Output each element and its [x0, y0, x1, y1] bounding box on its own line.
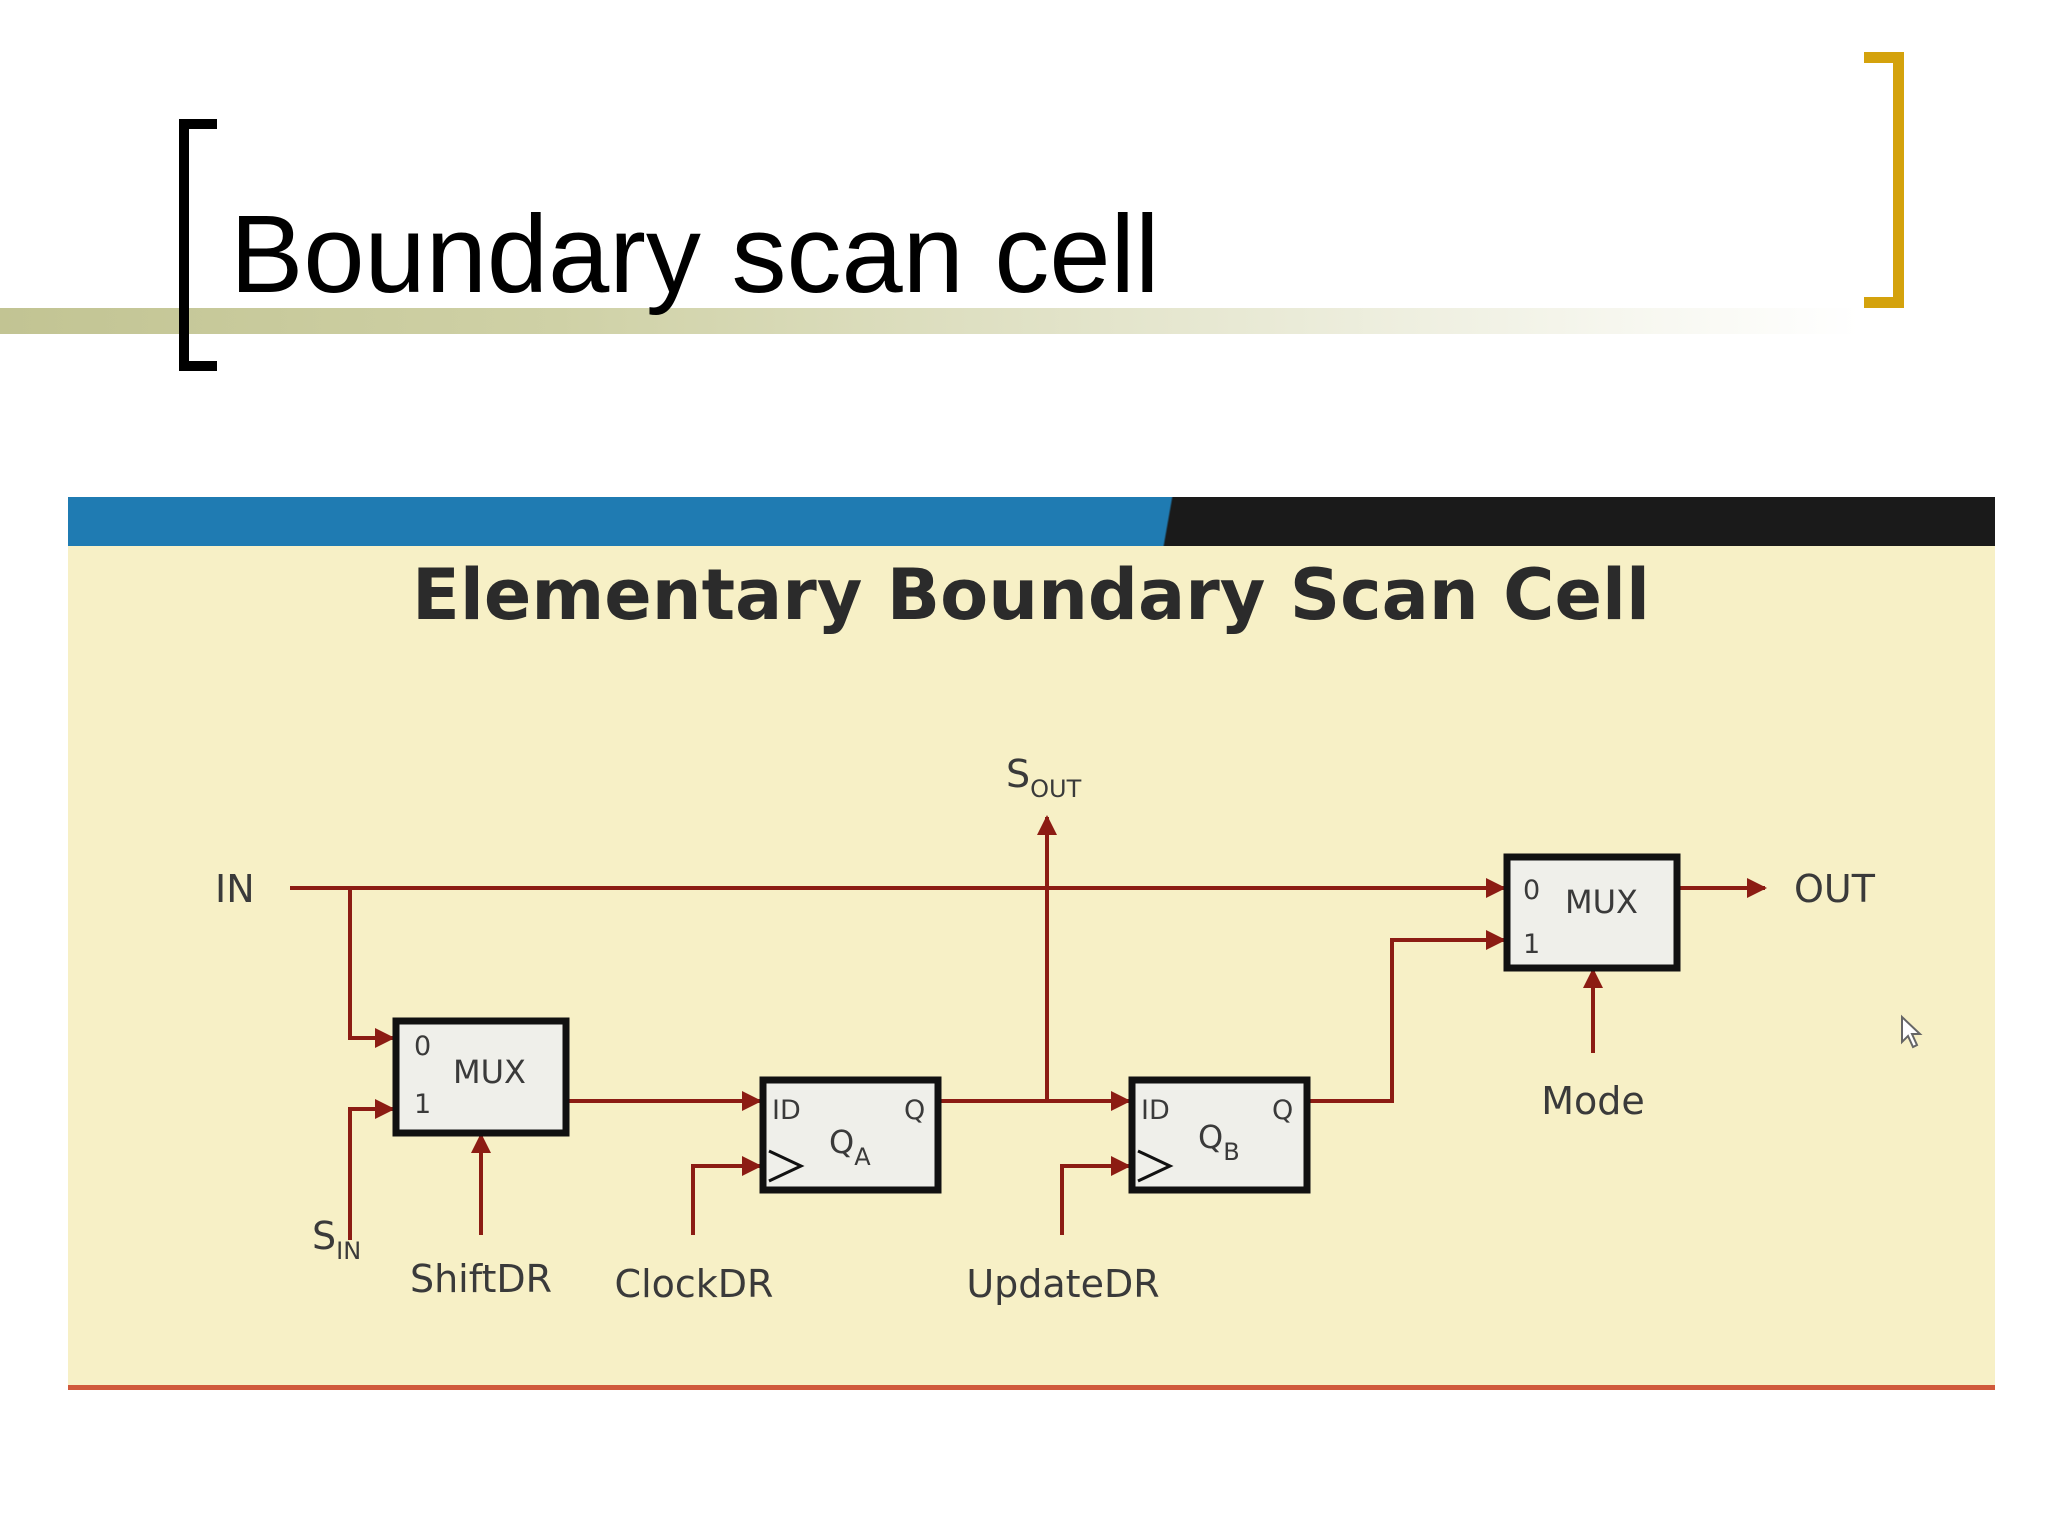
slide-title: Boundary scan cell	[230, 193, 1160, 316]
left-bracket-decoration	[179, 119, 217, 371]
flip-flop-a-clock-notch	[768, 1149, 805, 1183]
mux-input-pin0: 0	[414, 1031, 431, 1062]
signal-sout-main: S	[1006, 752, 1030, 796]
wire-ffb-to-out-mux	[1309, 930, 1506, 1103]
mux-input-pin1: 1	[414, 1089, 431, 1120]
title-underline-bar	[0, 308, 1860, 334]
mouse-cursor-icon	[1901, 1014, 1923, 1049]
signal-clockdr-label: ClockDR	[615, 1262, 774, 1306]
signal-sin-sub: IN	[336, 1237, 361, 1265]
flip-flop-b-pin-q: Q	[1272, 1095, 1293, 1126]
frame-bottom-line	[68, 1385, 1995, 1390]
flip-flop-a-pin-d: ID	[772, 1095, 801, 1126]
mux-input-label: MUX	[453, 1053, 526, 1091]
wire-in-to-mux-in	[348, 888, 395, 1048]
flip-flop-b-clock-notch	[1137, 1149, 1174, 1183]
mux-input-block: 0 1 MUX	[392, 1017, 570, 1137]
signal-shiftdr-label: ShiftDR	[410, 1257, 552, 1301]
wire-sin-to-mux-in	[348, 1099, 395, 1240]
flip-flop-b-name-sub: B	[1223, 1138, 1239, 1166]
signal-out-label: OUT	[1794, 867, 1876, 911]
wire-updatedr	[1060, 1156, 1131, 1235]
flip-flop-b: ID Q QB	[1128, 1076, 1311, 1194]
signal-updatedr-label: UpdateDR	[966, 1262, 1159, 1306]
signal-in-label: IN	[215, 867, 255, 911]
signal-sin-main: S	[312, 1214, 336, 1258]
mux-output-box	[1503, 853, 1681, 972]
signal-sout-sub: OUT	[1030, 775, 1081, 803]
right-bracket-decoration	[1864, 52, 1904, 308]
mux-output-pin0: 0	[1523, 875, 1540, 906]
flip-flop-a: ID Q QA	[759, 1076, 942, 1194]
flip-flop-b-pin-d: ID	[1141, 1095, 1170, 1126]
frame-top-bar	[68, 497, 1995, 546]
signal-sin-label: SIN	[312, 1214, 361, 1265]
wires	[290, 815, 1767, 1240]
mux-output-block: 0 1 MUX	[1503, 853, 1681, 972]
wire-clockdr	[691, 1156, 762, 1235]
mux-output-label: MUX	[1565, 883, 1638, 921]
flip-flop-a-pin-q: Q	[904, 1095, 925, 1126]
boundary-scan-diagram: Elementary Boundary Scan Cell 0 1 MUX	[215, 554, 1923, 1306]
diagram-title: Elementary Boundary Scan Cell	[412, 554, 1650, 636]
flip-flop-a-name-main: Q	[829, 1123, 854, 1161]
flip-flop-b-name: QB	[1198, 1118, 1240, 1166]
signal-sout-label: SOUT	[1006, 752, 1082, 803]
embedded-video-frame: Elementary Boundary Scan Cell 0 1 MUX	[68, 497, 1995, 1390]
mux-output-pin1: 1	[1523, 929, 1540, 960]
flip-flop-b-name-main: Q	[1198, 1118, 1223, 1156]
signal-mode-label: Mode	[1541, 1079, 1645, 1123]
flip-flop-a-name-sub: A	[854, 1143, 871, 1171]
mux-input-box	[392, 1017, 570, 1137]
flip-flop-a-name: QA	[829, 1123, 871, 1171]
